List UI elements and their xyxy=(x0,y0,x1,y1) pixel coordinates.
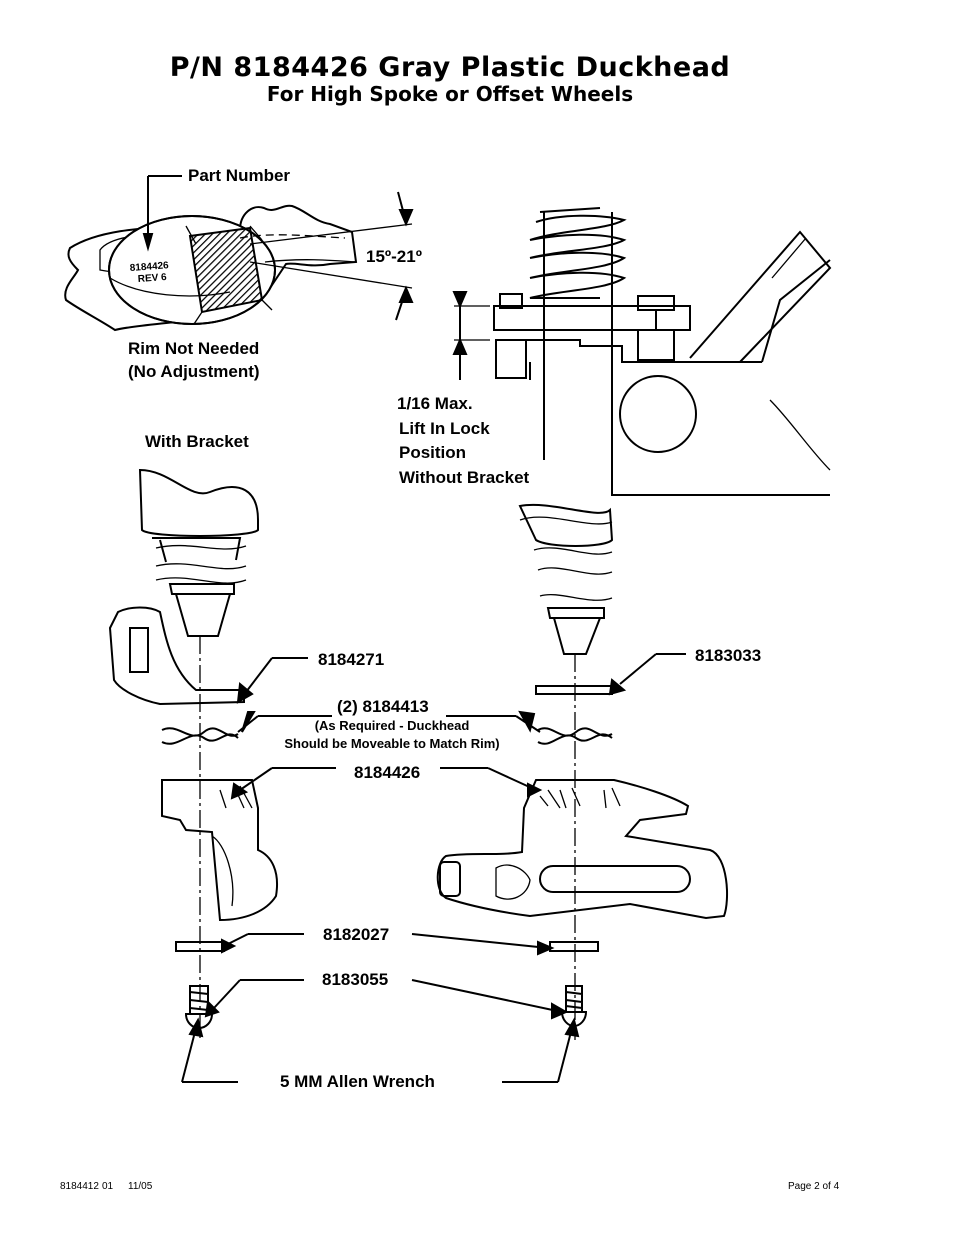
footer-date: 11/05 xyxy=(128,1181,153,1192)
washers-note-2: Should be Moveable to Match Rim) xyxy=(284,736,500,751)
lift-without-bracket-label: Without Bracket xyxy=(399,468,530,487)
part-8183055-label: 8183055 xyxy=(322,970,389,989)
page-subtitle: For High Spoke or Offset Wheels xyxy=(266,82,634,106)
lift-lock-label: Lift In Lock xyxy=(399,419,490,438)
allen-wrench-label: 5 MM Allen Wrench xyxy=(280,1072,435,1091)
lock-mechanism xyxy=(452,207,832,496)
duckhead-top-view: 8184426 REV 6 xyxy=(64,175,414,332)
no-adjustment-label: (No Adjustment) xyxy=(128,362,260,381)
lift-position-label: Position xyxy=(399,443,467,462)
angle-label: 15º-21º xyxy=(366,247,422,266)
part-8183033-label: 8183033 xyxy=(695,646,762,665)
no-bracket-assembly xyxy=(436,503,729,1040)
duckhead-marking-rev: REV 6 xyxy=(137,272,167,285)
bracket-assembly xyxy=(108,468,308,1040)
footer-revision: 01 xyxy=(102,1181,114,1192)
rim-not-needed-label: Rim Not Needed xyxy=(128,339,260,358)
footer-page-number: Page 2 of 4 xyxy=(788,1181,840,1192)
lift-max-label: 1/16 Max. xyxy=(397,394,473,413)
footer-doc-number: 8184412 xyxy=(60,1181,99,1192)
washers-note-1: (As Required - Duckhead xyxy=(314,718,470,733)
part-8184271-label: 8184271 xyxy=(318,650,385,669)
leader-lines xyxy=(181,710,580,1083)
duckhead-marking-number: 8184426 xyxy=(129,260,169,274)
with-bracket-label: With Bracket xyxy=(145,432,249,451)
part-8182027-label: 8182027 xyxy=(323,925,390,944)
part-8184426-label: 8184426 xyxy=(354,763,421,782)
page-title: P/N 8184426 Gray Plastic Duckhead xyxy=(169,52,731,83)
washers-label: (2) 8184413 xyxy=(337,697,429,716)
part-number-label: Part Number xyxy=(188,166,291,185)
